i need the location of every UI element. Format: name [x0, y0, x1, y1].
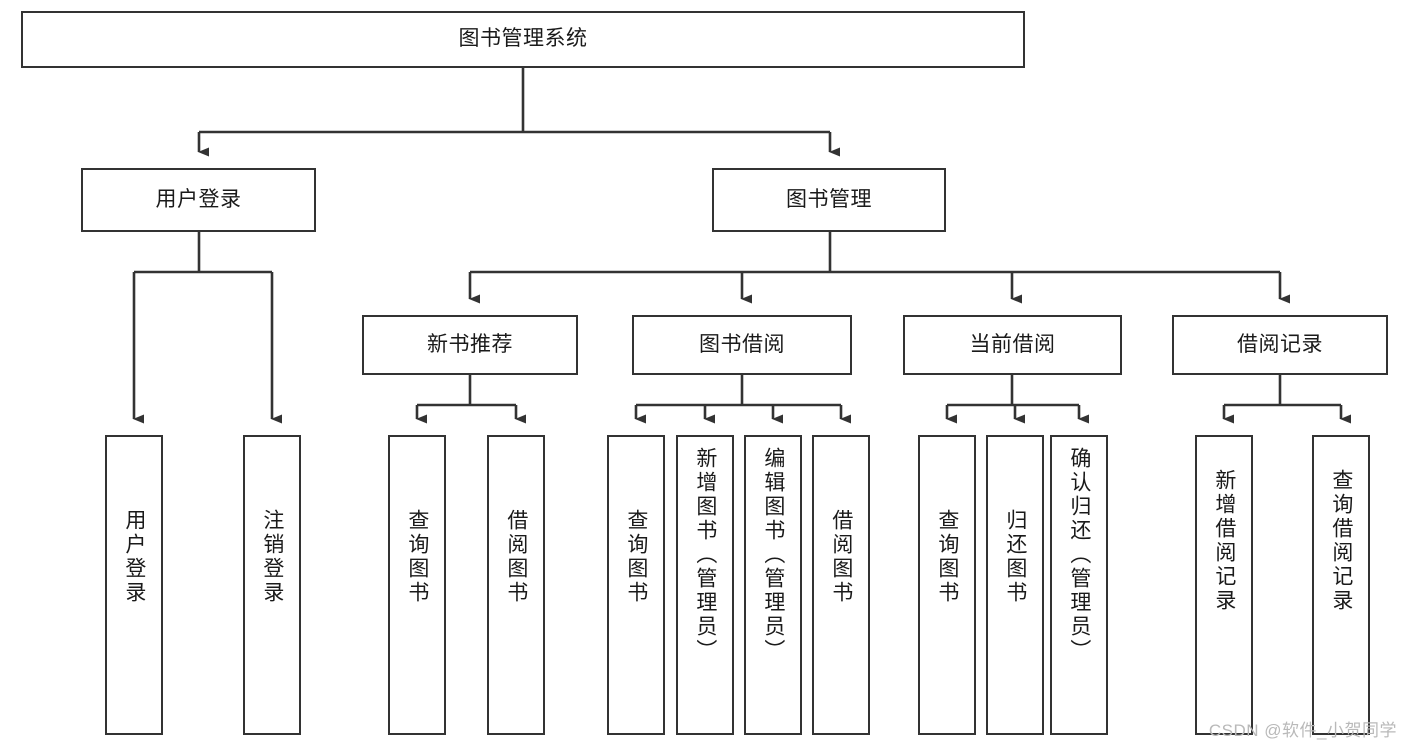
node-book-management-label: 图书管理: [786, 187, 872, 211]
node-root[interactable]: 图书管理系统: [21, 11, 1025, 68]
leaf-confirm-return-admin[interactable]: 确认归还（管理员）: [1050, 435, 1108, 735]
leaf-confirm-return-admin-label: 确认归还（管理员）: [1067, 447, 1091, 663]
leaf-return-book-label: 归还图书: [1003, 509, 1027, 605]
node-book-management[interactable]: 图书管理: [712, 168, 946, 232]
leaf-add-book-admin-label: 新增图书（管理员）: [693, 447, 717, 663]
leaf-query-borrow-record-label: 查询借阅记录: [1329, 469, 1353, 613]
leaf-lend-book-label: 借阅图书: [829, 509, 853, 605]
leaf-query-book-recommend-label: 查询图书: [405, 509, 429, 605]
leaf-add-borrow-record[interactable]: 新增借阅记录: [1195, 435, 1253, 735]
leaf-borrow-book-recommend[interactable]: 借阅图书: [487, 435, 545, 735]
leaf-edit-book-admin[interactable]: 编辑图书（管理员）: [744, 435, 802, 735]
node-current-borrow-label: 当前借阅: [969, 332, 1056, 356]
leaf-return-book[interactable]: 归还图书: [986, 435, 1044, 735]
leaf-query-borrow-record[interactable]: 查询借阅记录: [1312, 435, 1370, 735]
leaf-query-book-current[interactable]: 查询图书: [918, 435, 976, 735]
node-book-borrow[interactable]: 图书借阅: [632, 315, 852, 375]
leaf-query-book-label: 查询图书: [624, 509, 648, 605]
leaf-query-book-current-label: 查询图书: [935, 509, 959, 605]
node-new-book-recommend[interactable]: 新书推荐: [362, 315, 578, 375]
leaf-query-book[interactable]: 查询图书: [607, 435, 665, 735]
node-current-borrow[interactable]: 当前借阅: [903, 315, 1122, 375]
node-new-book-recommend-label: 新书推荐: [427, 332, 513, 356]
leaf-query-book-recommend[interactable]: 查询图书: [388, 435, 446, 735]
leaf-add-book-admin[interactable]: 新增图书（管理员）: [676, 435, 734, 735]
leaf-user-login-label: 用户登录: [122, 509, 146, 605]
node-book-borrow-label: 图书借阅: [699, 332, 785, 356]
leaf-logout[interactable]: 注销登录: [243, 435, 301, 735]
leaf-logout-label: 注销登录: [260, 509, 284, 605]
node-user-login[interactable]: 用户登录: [81, 168, 316, 232]
leaf-user-login[interactable]: 用户登录: [105, 435, 163, 735]
leaf-add-borrow-record-label: 新增借阅记录: [1212, 469, 1236, 613]
node-borrow-record[interactable]: 借阅记录: [1172, 315, 1388, 375]
node-user-login-label: 用户登录: [155, 187, 242, 211]
leaf-lend-book[interactable]: 借阅图书: [812, 435, 870, 735]
leaf-edit-book-admin-label: 编辑图书（管理员）: [761, 447, 785, 663]
leaf-borrow-book-recommend-label: 借阅图书: [504, 509, 528, 605]
node-borrow-record-label: 借阅记录: [1237, 332, 1323, 356]
csdn-watermark: CSDN @软件_小贺同学: [1208, 721, 1397, 740]
node-root-label: 图书管理系统: [458, 27, 588, 51]
